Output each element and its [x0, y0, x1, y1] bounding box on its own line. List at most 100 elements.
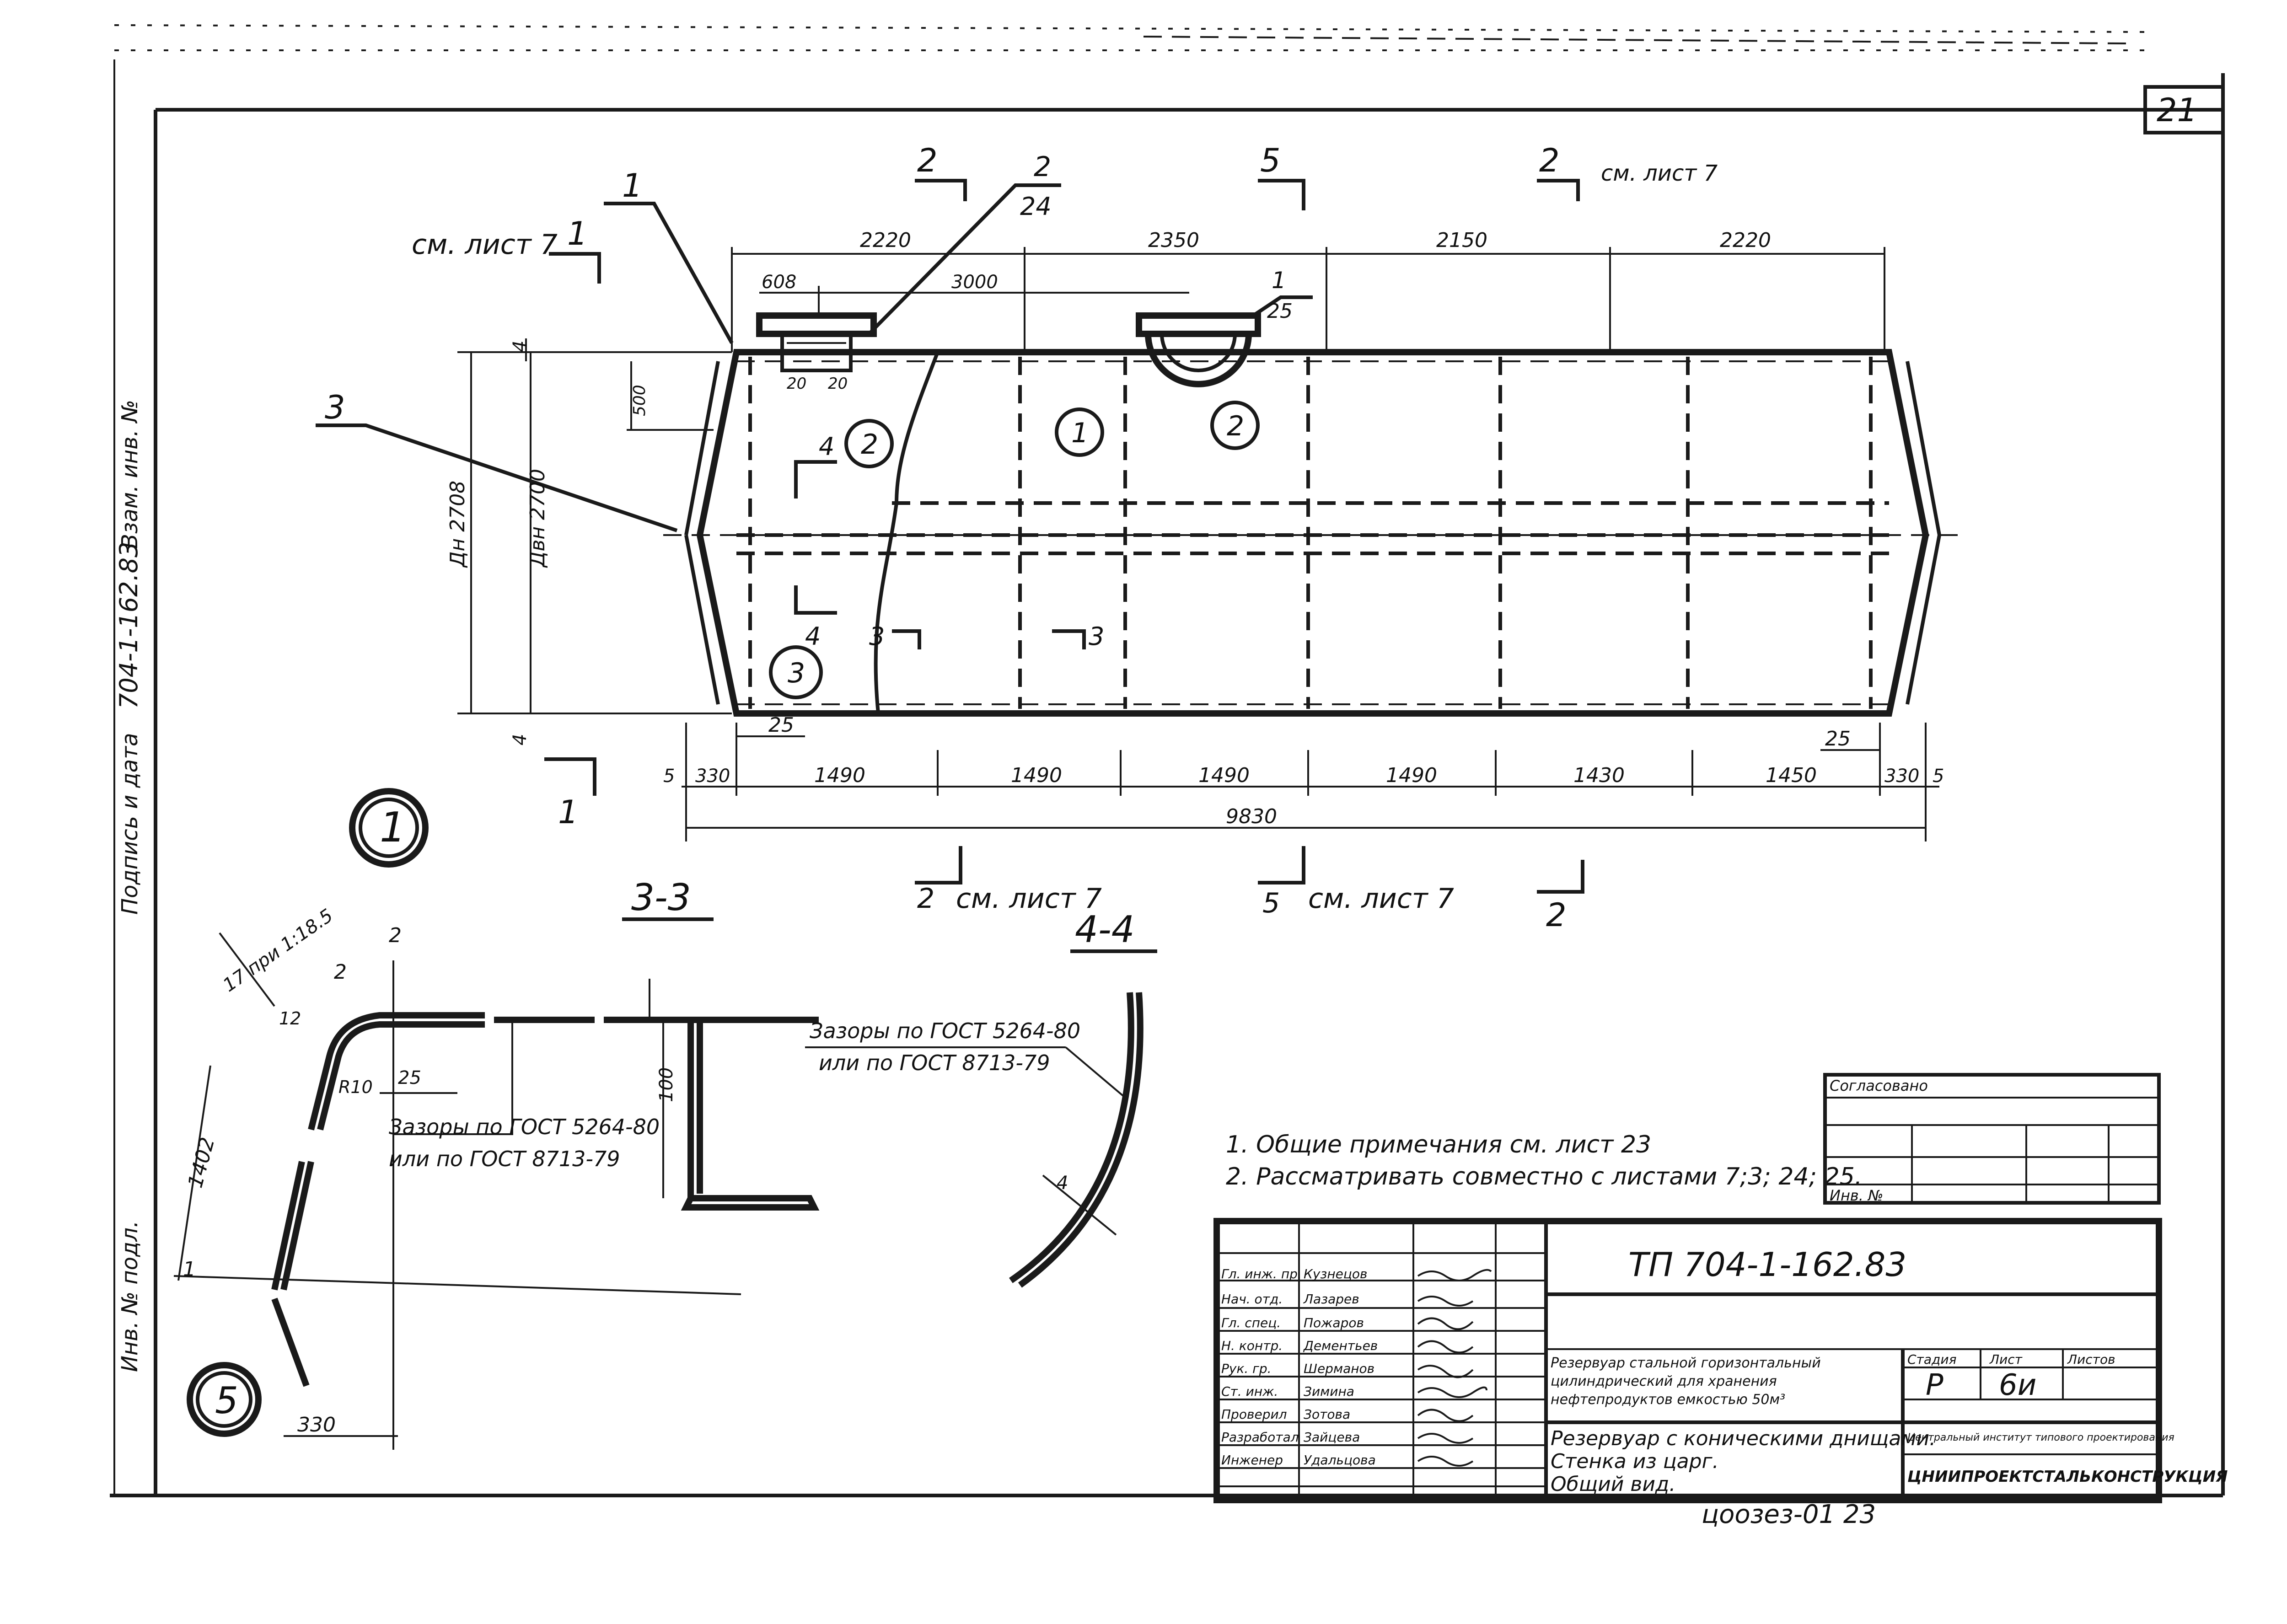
- footer-code: цоозез-01 23: [1702, 1500, 1876, 1529]
- sig-2-name: Пожаров: [1304, 1315, 1364, 1330]
- title-code: ТП 704-1-162.83: [1628, 1245, 1906, 1284]
- project-desc-3: нефтепродуктов емкостью 50м³: [1551, 1392, 1785, 1408]
- sec-bottom-left: 1: [558, 793, 579, 831]
- note-2: 2. Рассматривать совместно с листами 7;3…: [1226, 1163, 1862, 1190]
- dim-25-right: 25: [1825, 727, 1851, 750]
- detail-5-dim330: 330: [297, 1413, 336, 1436]
- top-dim-2: 2350: [1148, 229, 1199, 252]
- callout-part-1: 1: [622, 167, 643, 204]
- side-stamp-3: Взам. инв. №: [117, 400, 143, 549]
- title-block-grid: [1213, 1218, 2162, 1503]
- sec-bottom-2b: 2: [1546, 896, 1567, 934]
- bottom-dim-330a: 330: [695, 766, 730, 787]
- approval-bottom-label: Инв. №: [1830, 1187, 1883, 1204]
- project-desc-1: Резервуар стальной горизонтальный: [1551, 1355, 1821, 1371]
- inner-cut-marks: [794, 460, 1086, 649]
- top-dimensions: [731, 247, 1885, 352]
- sig-4-name: Шерманов: [1304, 1361, 1374, 1376]
- bubble-2b: 2: [1227, 410, 1244, 442]
- see-sheet-left: см. лист 7: [412, 229, 558, 261]
- nozzle-dim-608: 608: [762, 272, 796, 293]
- nozzle-dim-3000: 3000: [951, 272, 998, 293]
- sig-7-role: Разработал: [1221, 1430, 1299, 1445]
- s33-note-top: Зазоры по ГОСТ 5264-80: [389, 1115, 660, 1139]
- s33-r: R10: [338, 1077, 373, 1097]
- nozzle-left: [756, 312, 877, 372]
- view-label-circle: [349, 788, 429, 868]
- sec-bottom-5: 5: [1262, 887, 1280, 919]
- drawing-title-1: Резервуар с коническими днищами.: [1551, 1427, 1936, 1450]
- top-edge-marks: [114, 24, 2150, 51]
- bubble-3: 3: [788, 657, 805, 689]
- sig-6-name: Зотова: [1304, 1407, 1350, 1422]
- drawing-title-2: Стенка из царг.: [1551, 1450, 1719, 1473]
- sec-top-2b-note: см. лист 7: [1601, 161, 1718, 186]
- sheet-header: Лист: [1989, 1352, 2023, 1367]
- s33-d2b: 2: [334, 960, 347, 984]
- sig-1-role: Нач. отд.: [1221, 1292, 1283, 1307]
- callout-1-25-bottom: 25: [1267, 300, 1293, 323]
- detail-5-circle-inner: [196, 1371, 252, 1428]
- view-label: 1: [380, 804, 406, 852]
- sig-0-name: Кузнецов: [1304, 1266, 1368, 1281]
- sec-top-2a: 2: [917, 142, 938, 179]
- manhole: [1136, 312, 1261, 387]
- note-1: 1. Общие примечания см. лист 23: [1226, 1131, 1651, 1158]
- bubble-1: 1: [1071, 417, 1089, 449]
- callout-1-25-top: 1: [1272, 267, 1286, 294]
- s33-d1402: 1402: [183, 1135, 219, 1190]
- top-dim-3: 2150: [1436, 229, 1487, 252]
- side-stamp-1: Инв. № подл.: [117, 1221, 143, 1372]
- callout-2-24-bottom: 24: [1020, 192, 1052, 221]
- bottom-dim-330b: 330: [1884, 766, 1919, 787]
- s44-note-top: Зазоры по ГОСТ 5264-80: [810, 1018, 1080, 1043]
- cut-4b: 4: [805, 622, 821, 651]
- signature-scribbles: [1417, 1269, 1492, 1467]
- bottom-dim-1490a: 1490: [814, 764, 865, 787]
- section-4-4-title: 4-4: [1075, 908, 1135, 951]
- approval-top-label: Согласовано: [1830, 1077, 1928, 1094]
- section-4-4-drawing: [805, 992, 1144, 1288]
- view-label-circle-inner: [359, 798, 419, 858]
- sheets-header: Листов: [2067, 1352, 2115, 1367]
- org-small: Центральный институт типового проектиров…: [1907, 1432, 2174, 1443]
- cut-3a: 3: [869, 622, 885, 651]
- dim-dvn: Двн 2700: [526, 469, 549, 568]
- sig-6-role: Проверил: [1221, 1407, 1287, 1422]
- s33-note-bottom: или по ГОСТ 8713-79: [389, 1147, 620, 1171]
- detail-5-circle: [187, 1362, 262, 1437]
- callout-leaders: [316, 183, 1313, 532]
- dim-dn: Дн 2708: [446, 481, 469, 568]
- drawing-title-3: Общий вид.: [1551, 1473, 1675, 1496]
- section-3-3-drawing: [173, 932, 820, 1450]
- bottom-dim-1490c: 1490: [1198, 764, 1250, 787]
- s33-d12: 12: [279, 1008, 301, 1029]
- side-stamp: Инв. № подл. Подпись и дата Взам. инв. №…: [114, 400, 143, 1372]
- sec-bottom-2-note: см. лист 7: [956, 883, 1102, 915]
- dim-25-left: 25: [768, 713, 794, 737]
- s44-dim4: 4: [1057, 1173, 1068, 1194]
- sec-bottom-5-note: см. лист 7: [1308, 883, 1454, 915]
- sig-3-role: Н. контр.: [1221, 1338, 1283, 1353]
- sig-2-role: Гл. спец.: [1221, 1315, 1281, 1330]
- dim-500: 500: [630, 385, 649, 416]
- nozzle-dim-20b: 20: [828, 375, 848, 393]
- sheet-frame: [110, 59, 2225, 1497]
- top-dim-4: 2220: [1720, 229, 1771, 252]
- sec-top-left: 1: [567, 215, 588, 252]
- s33-d2a: 2: [389, 924, 402, 947]
- sig-5-name: Зимина: [1304, 1384, 1354, 1399]
- callout-part-3: 3: [325, 389, 345, 426]
- project-desc-2: цилиндрический для хранения: [1551, 1373, 1777, 1389]
- callout-2-24-top: 2: [1034, 151, 1051, 183]
- section-3-3-title: 3-3: [631, 876, 691, 919]
- stage-value: Р: [1926, 1368, 1943, 1402]
- part-bubbles: [769, 401, 1260, 699]
- sig-1-name: Лазарев: [1303, 1292, 1359, 1307]
- bottom-dim-5b: 5: [1933, 766, 1944, 787]
- side-stamp-4: 704-1-162.83: [114, 542, 143, 709]
- sig-4-role: Рук. гр.: [1221, 1361, 1272, 1376]
- s44-note-bottom: или по ГОСТ 8713-79: [819, 1051, 1050, 1075]
- sig-5-role: Ст. инж.: [1221, 1384, 1278, 1399]
- sig-8-name: Удальцова: [1304, 1452, 1376, 1468]
